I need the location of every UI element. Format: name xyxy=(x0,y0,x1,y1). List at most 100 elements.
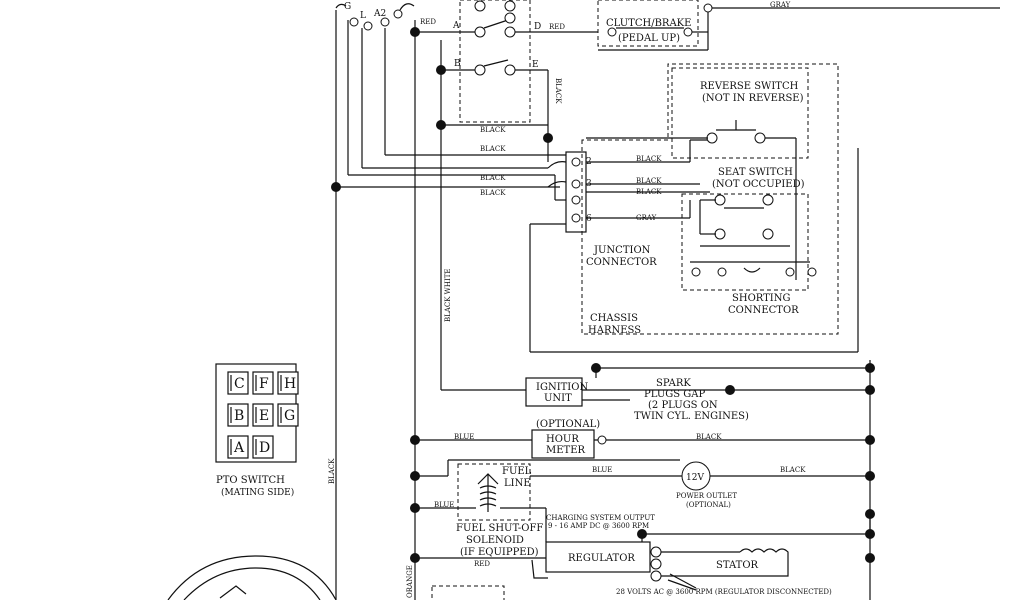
clutch-brake-switch: CLUTCH/BRAKE (PEDAL UP) GRAY xyxy=(550,0,1000,51)
label-mating-side: (MATING SIDE) xyxy=(221,487,294,498)
label-harness: HARNESS xyxy=(588,325,641,336)
pto-pin-box xyxy=(227,435,249,459)
pto-pin-box xyxy=(252,371,274,395)
ignition-unit: IGNITION UNIT SPARK PLUGS GAP (2 PLUGS O… xyxy=(525,367,870,422)
label-two-plugs: (2 PLUGS ON xyxy=(648,400,718,411)
wire-black-5: BLACK xyxy=(636,155,662,163)
label-spark: SPARK xyxy=(656,378,691,389)
label-not-occupied: (NOT OCCUPIED) xyxy=(712,179,805,190)
label-chassis: CHASSIS xyxy=(590,313,638,324)
label-regulator: REGULATOR xyxy=(568,553,635,564)
pto-pin-label: E xyxy=(259,408,269,424)
label-seat-switch: SEAT SWITCH xyxy=(718,167,793,178)
power-outlet: BLUE 12V BLACK POWER OUTLET (OPTIONAL) xyxy=(415,459,870,509)
pto-pin-label: D xyxy=(259,440,270,456)
pto-pin-label: A xyxy=(233,440,245,456)
label-fuel: FUEL xyxy=(502,466,532,477)
label-point-b: B xyxy=(454,59,461,69)
key-switch-terminals: G L A2 xyxy=(335,2,415,31)
wire-blue-3: BLUE xyxy=(434,501,454,509)
wire-black-9: BLACK xyxy=(780,466,806,474)
label-point-d: D xyxy=(534,22,541,32)
pto-pin-label: C xyxy=(234,376,245,392)
wire-black-4: BLACK xyxy=(480,189,506,197)
hour-meter: (OPTIONAL) HOUR METER BLUE BLACK xyxy=(415,419,870,459)
pto-pin-label: B xyxy=(234,408,244,424)
label-twin-cyl: TWIN CYL. ENGINES) xyxy=(634,411,749,422)
chassis-harness: CHASSIS HARNESS xyxy=(529,63,859,353)
wire-blue-2: BLUE xyxy=(592,466,612,474)
connector-outputs: BLACK BLACK BLACK GRAY xyxy=(586,139,710,222)
label-plugs-gap: PLUGS GAP xyxy=(644,389,705,400)
label-meter: METER xyxy=(546,445,586,456)
label-point-e: E xyxy=(532,60,539,70)
junction-connector: 2 3 6 JUNCTION CONNECTOR xyxy=(565,151,657,268)
shorting-connector: SHORTING CONNECTOR xyxy=(681,193,817,316)
label-point-g: G xyxy=(344,2,351,12)
label-reverse-switch: REVERSE SWITCH xyxy=(700,81,799,92)
label-hour: HOUR xyxy=(546,434,579,445)
label-pedal-up: (PEDAL UP) xyxy=(618,33,680,44)
label-unit: UNIT xyxy=(544,393,572,404)
wire-black-vertical: BLACK xyxy=(554,78,562,104)
pto-pin-box xyxy=(227,403,249,427)
fuel-shutoff-solenoid: FUEL LINE BLUE FUEL SHUT-OFF SOLENOID (I… xyxy=(415,463,546,558)
pto-pin-box xyxy=(227,371,249,395)
label-point-a: A xyxy=(452,21,460,31)
label-ignition: IGNITION xyxy=(536,382,588,393)
wire-red-3: RED xyxy=(474,560,490,568)
black-harness-lines: BLACK BLACK BLACK BLACK xyxy=(336,110,567,201)
label-power-outlet: POWER OUTLET xyxy=(676,492,737,500)
pto-pin-box xyxy=(277,403,299,427)
label-if-equipped: (IF EQUIPPED) xyxy=(460,547,539,558)
wire-gray-2: GRAY xyxy=(636,214,657,222)
label-junction: JUNCTION xyxy=(593,245,651,256)
label-not-in-reverse: (NOT IN REVERSE) xyxy=(702,93,804,104)
label-optional-hour-meter: (OPTIONAL) xyxy=(536,419,600,430)
black-white-wire: BLACK WHITE xyxy=(441,268,526,391)
wire-black-main: BLACK xyxy=(328,458,336,484)
pto-pin-label: F xyxy=(259,376,269,392)
label-shorting-connector: CONNECTOR xyxy=(728,305,799,316)
pin-6: 6 xyxy=(586,214,592,224)
label-clutch-brake: CLUTCH/BRAKE xyxy=(606,18,691,29)
wire-orange: ORANGE xyxy=(406,565,414,598)
label-power-outlet-optional: (OPTIONAL) xyxy=(686,501,731,509)
reverse-switch: REVERSE SWITCH (NOT IN REVERSE) xyxy=(586,67,809,280)
label-12v: 12V xyxy=(686,473,704,483)
wire-black-6: BLACK xyxy=(636,177,662,185)
wire-black-2: BLACK xyxy=(480,145,506,153)
brake-switch-block: A D RED RED B E BLACK xyxy=(415,0,565,123)
label-shorting: SHORTING xyxy=(732,293,790,304)
label-fuel-shutoff: FUEL SHUT-OFF xyxy=(456,523,543,534)
wire-blue-1: BLUE xyxy=(454,433,474,441)
junction-nodes xyxy=(331,27,875,563)
label-stator: STATOR xyxy=(716,560,759,571)
pto-pin-box xyxy=(252,403,274,427)
label-charging-output: CHARGING SYSTEM OUTPUT xyxy=(546,514,655,522)
label-line: LINE xyxy=(504,478,531,489)
pto-pin-box xyxy=(277,371,299,395)
label-stator-spec: 28 VOLTS AC @ 3600 RPM (REGULATOR DISCON… xyxy=(616,588,832,596)
wire-black-3: BLACK xyxy=(480,174,506,182)
pto-pin-label: H xyxy=(284,376,296,392)
label-point-l: L xyxy=(360,11,366,21)
wire-red-1: RED xyxy=(420,18,436,26)
label-point-a2: A2 xyxy=(373,9,386,19)
pto-pin-label: G xyxy=(284,408,295,424)
wire-gray-top: GRAY xyxy=(770,1,791,9)
wire-black-white: BLACK WHITE xyxy=(444,268,452,322)
main-buses xyxy=(335,10,871,600)
label-solenoid: SOLENOID xyxy=(466,535,524,546)
pto-pin-box xyxy=(252,435,274,459)
label-pto-switch: PTO SWITCH xyxy=(216,475,285,486)
label-charging-spec: 9 - 16 AMP DC @ 3600 RPM xyxy=(548,522,649,530)
seat-switch: SEAT SWITCH (NOT OCCUPIED) xyxy=(699,167,805,240)
wire-black-7: BLACK xyxy=(636,188,662,196)
label-junction-connector: CONNECTOR xyxy=(586,257,657,268)
wire-red-2: RED xyxy=(549,23,565,31)
wire-black-1: BLACK xyxy=(480,126,506,134)
